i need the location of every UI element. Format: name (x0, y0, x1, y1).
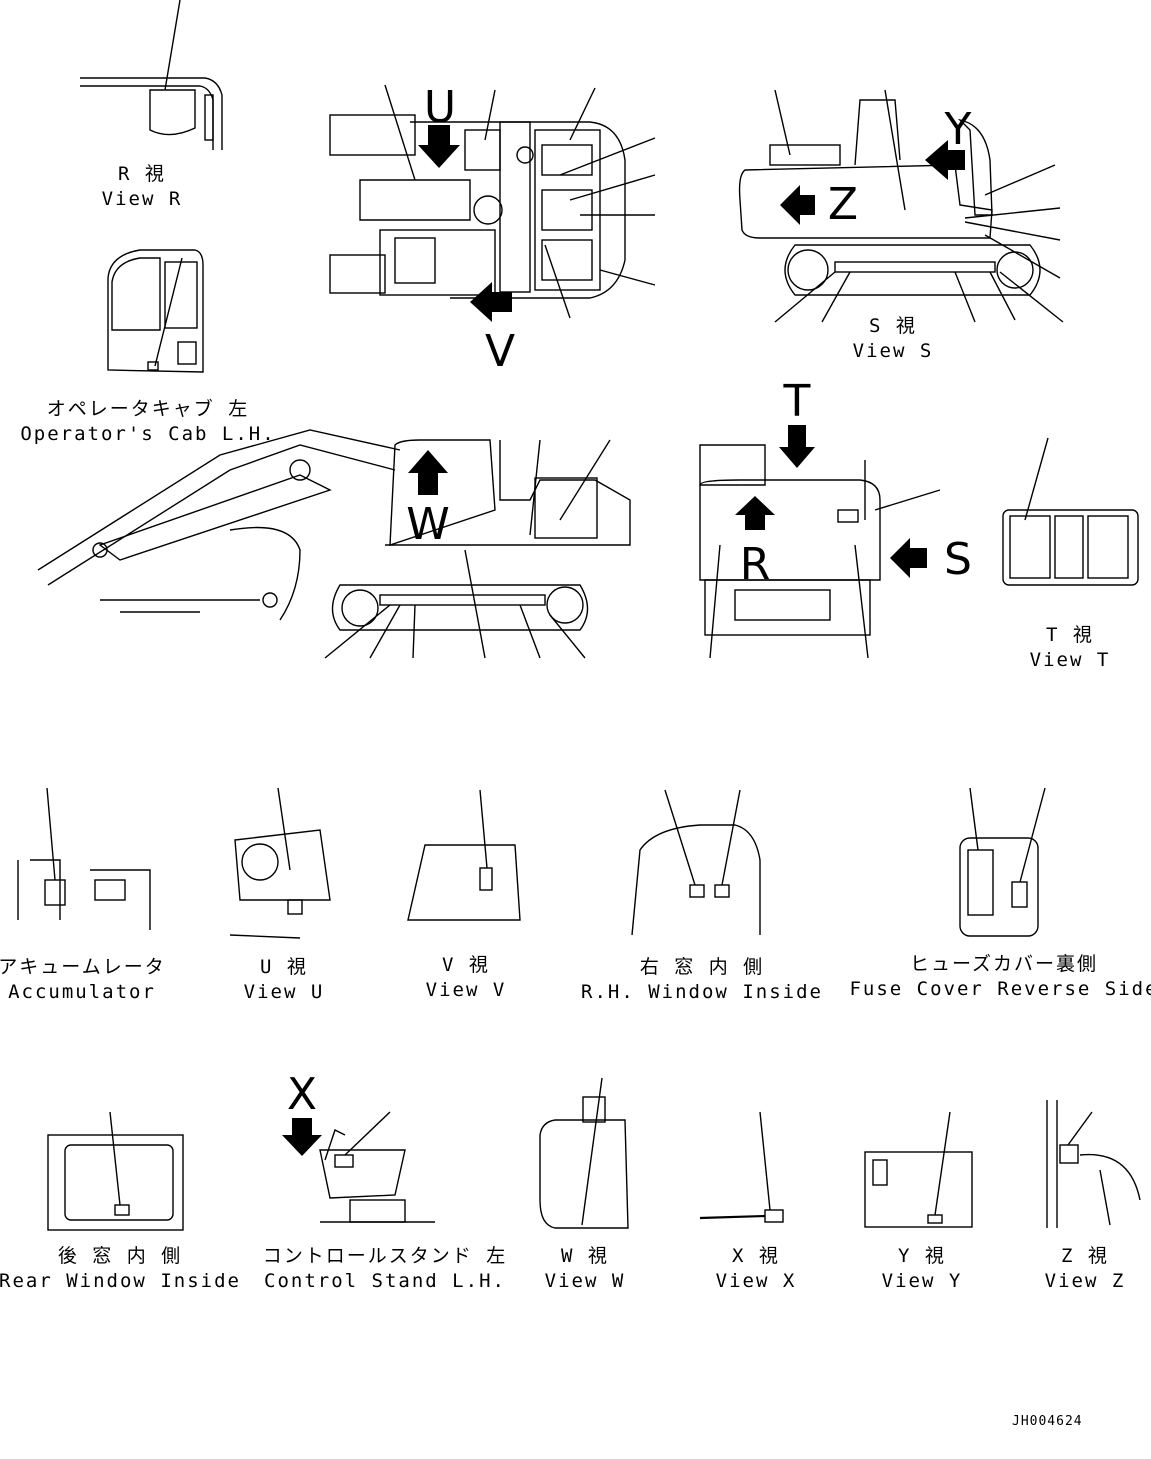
caption-view-x: X 視 View X (715, 1245, 797, 1292)
caption-accumulator: アキュームレータ Accumulator (0, 956, 166, 1003)
caption-view-v: V 視 View V (425, 954, 507, 1001)
view-s-drawing (738, 89, 1064, 323)
cab-lh-drawing (107, 249, 204, 373)
rear-view-drawing (699, 425, 941, 659)
caption-view-z: Z 視 View Z (1044, 1245, 1126, 1292)
drawing-code: JH004624 (1012, 1414, 1083, 1429)
caption-cab-lh: オペレータキャブ 左 Operator's Cab L.H. (20, 398, 276, 445)
caption-view-u: U 視 View U (243, 956, 325, 1003)
fuse-cover-drawing (959, 787, 1046, 937)
caption-view-w: W 視 View W (544, 1245, 626, 1292)
view-z-drawing (1046, 1100, 1141, 1228)
marker-y: Y (944, 104, 972, 155)
view-y-drawing (864, 1111, 973, 1228)
view-r-drawing (80, 0, 223, 150)
caption-control-stand: コントロールスタンド 左 Control Stand L.H. (262, 1245, 508, 1292)
marker-x: X (286, 1069, 318, 1120)
caption-rear-window: 後 窓 内 側 Rear Window Inside (0, 1245, 241, 1292)
marker-u: U (423, 82, 457, 133)
view-x-drawing (699, 1111, 784, 1223)
control-stand-drawing (282, 1111, 435, 1223)
view-t-drawing (1002, 437, 1139, 586)
view-u-drawing (229, 787, 331, 939)
caption-view-y: Y 視 View Y (881, 1245, 963, 1292)
caption-view-s: S 視 View S (852, 315, 934, 362)
rh-window-drawing (631, 789, 761, 936)
marker-w: W (406, 499, 450, 550)
view-w-drawing (539, 1077, 629, 1229)
caption-view-r: R 視 View R (101, 163, 183, 210)
top-view-drawing (329, 84, 656, 322)
marker-v: V (484, 326, 516, 377)
marker-s: S (944, 534, 972, 585)
marker-t: T (783, 376, 811, 427)
view-v-drawing (407, 789, 521, 921)
caption-fuse-cover: ヒューズカバー裏側 Fuse Cover Reverse Side (849, 953, 1151, 1000)
rear-window-drawing (47, 1111, 184, 1231)
accumulator-drawing (17, 787, 151, 930)
machine-side-drawing (37, 429, 631, 659)
caption-view-t: T 視 View T (1029, 624, 1111, 671)
marker-z: Z (827, 179, 859, 230)
caption-rh-window: 右 窓 内 側 R.H. Window Inside (581, 956, 823, 1003)
marker-r: R (739, 539, 771, 590)
